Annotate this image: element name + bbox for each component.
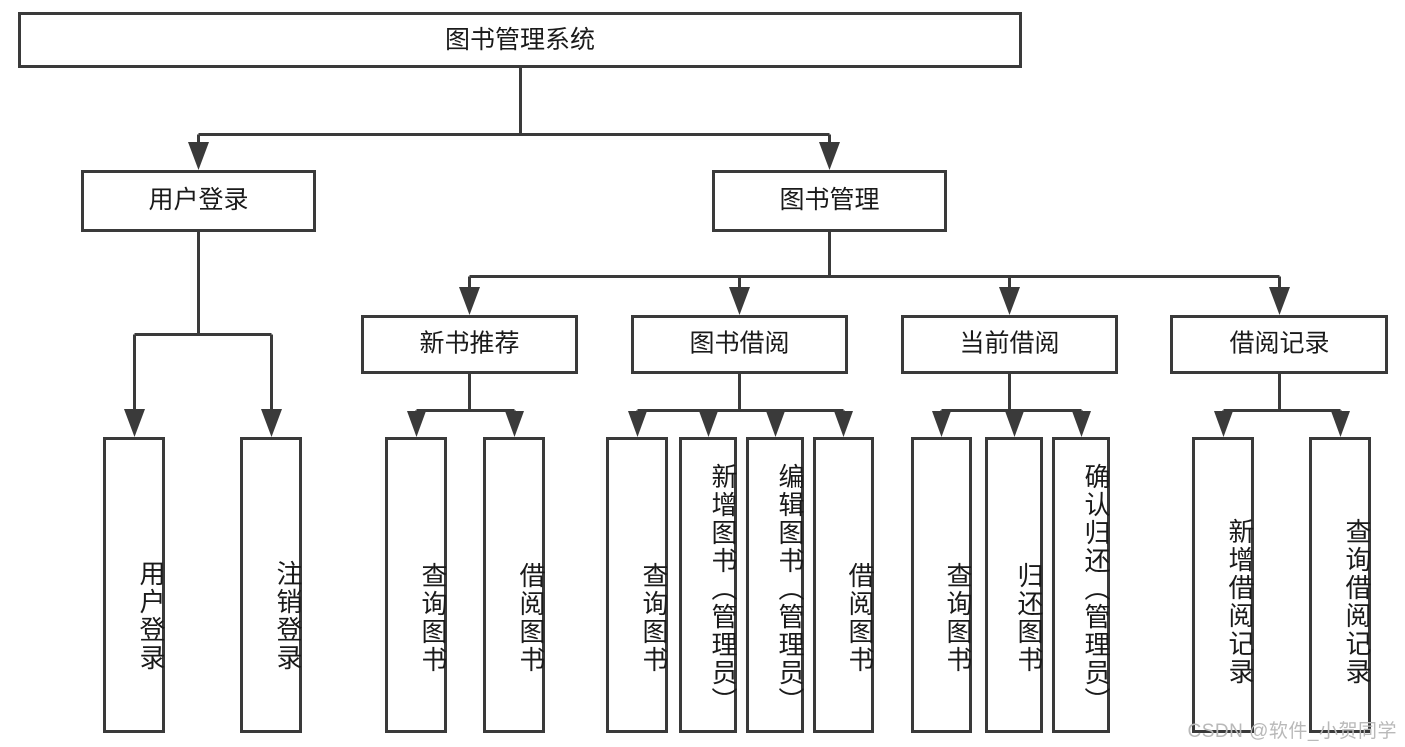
arrow-head-leaf-add-record xyxy=(1214,411,1233,437)
node-user-login-box[interactable] xyxy=(81,170,316,232)
node-user-login[interactable]: 用户登录 xyxy=(81,170,316,232)
node-borrow-records-box[interactable] xyxy=(1170,315,1388,374)
arrow-head-leaf-query-record xyxy=(1331,411,1350,437)
connectors-layer xyxy=(124,68,1350,437)
arrow-head-leaf-query-book-recommend xyxy=(407,411,426,437)
node-root-label: 图书管理系统 xyxy=(445,26,595,54)
arrow-head-book-management xyxy=(819,142,840,170)
arrow-head-leaf-query-book-borrow xyxy=(628,411,647,437)
node-current-borrow[interactable]: 当前借阅 xyxy=(901,315,1118,374)
node-borrow-records[interactable]: 借阅记录 xyxy=(1170,315,1388,374)
arrow-head-leaf-confirm-return xyxy=(1072,411,1091,437)
arrow-head-leaf-borrow-book xyxy=(834,411,853,437)
node-leaf-add-record-box[interactable] xyxy=(1192,437,1254,733)
csdn-watermark: CSDN @软件_小贺同学 xyxy=(1187,721,1397,742)
node-user-login-label: 用户登录 xyxy=(148,186,248,214)
node-leaf-return-book-box[interactable] xyxy=(985,437,1043,733)
node-book-management-label: 图书管理 xyxy=(779,186,879,214)
node-leaf-confirm-return-box[interactable] xyxy=(1052,437,1110,733)
nodes-layer: 图书管理系统 用户登录 图书管理 新书推荐 图书借阅 xyxy=(18,12,1388,733)
node-current-borrow-box[interactable] xyxy=(901,315,1118,374)
arrow-head-new-book-recommend xyxy=(459,287,480,315)
node-leaf-user-login-box[interactable] xyxy=(103,437,165,733)
arrow-head-user-login xyxy=(188,142,209,170)
node-leaf-borrow-book-recommend-box[interactable] xyxy=(483,437,545,733)
arrow-head-leaf-return-book xyxy=(1005,411,1024,437)
node-leaf-logout-box[interactable] xyxy=(240,437,302,733)
node-leaf-add-book-box[interactable] xyxy=(679,437,737,733)
node-new-book-recommend-label: 新书推荐 xyxy=(419,330,519,358)
arrow-head-book-borrow xyxy=(729,287,750,315)
arrow-head-current-borrow xyxy=(999,287,1020,315)
arrow-head-leaf-query-book-current xyxy=(932,411,951,437)
arrow-head-leaf-add-book xyxy=(699,411,718,437)
arrow-head-leaf-user-login xyxy=(124,409,145,437)
arrow-head-leaf-logout xyxy=(261,409,282,437)
node-leaf-edit-book-box[interactable] xyxy=(746,437,804,733)
node-leaf-query-book-borrow-box[interactable] xyxy=(606,437,668,733)
node-book-borrow[interactable]: 图书借阅 xyxy=(631,315,848,374)
node-current-borrow-label: 当前借阅 xyxy=(959,330,1059,358)
node-borrow-records-label: 借阅记录 xyxy=(1229,330,1329,358)
node-root[interactable]: 图书管理系统 xyxy=(18,12,1022,68)
node-new-book-recommend[interactable]: 新书推荐 xyxy=(361,315,578,374)
node-book-management-box[interactable] xyxy=(712,170,947,232)
arrow-head-leaf-borrow-book-recommend xyxy=(505,411,524,437)
node-new-book-recommend-box[interactable] xyxy=(361,315,578,374)
arrow-head-leaf-edit-book xyxy=(766,411,785,437)
node-leaf-borrow-book-box[interactable] xyxy=(813,437,874,733)
node-leaf-query-book-current-box[interactable] xyxy=(911,437,972,733)
arrow-head-borrow-records xyxy=(1269,287,1290,315)
node-book-borrow-box[interactable] xyxy=(631,315,848,374)
node-book-borrow-label: 图书借阅 xyxy=(689,330,789,358)
node-root-box[interactable] xyxy=(18,12,1022,68)
node-leaf-query-record-box[interactable] xyxy=(1309,437,1371,733)
node-book-management[interactable]: 图书管理 xyxy=(712,170,947,232)
node-leaf-query-book-recommend-box[interactable] xyxy=(385,437,447,733)
